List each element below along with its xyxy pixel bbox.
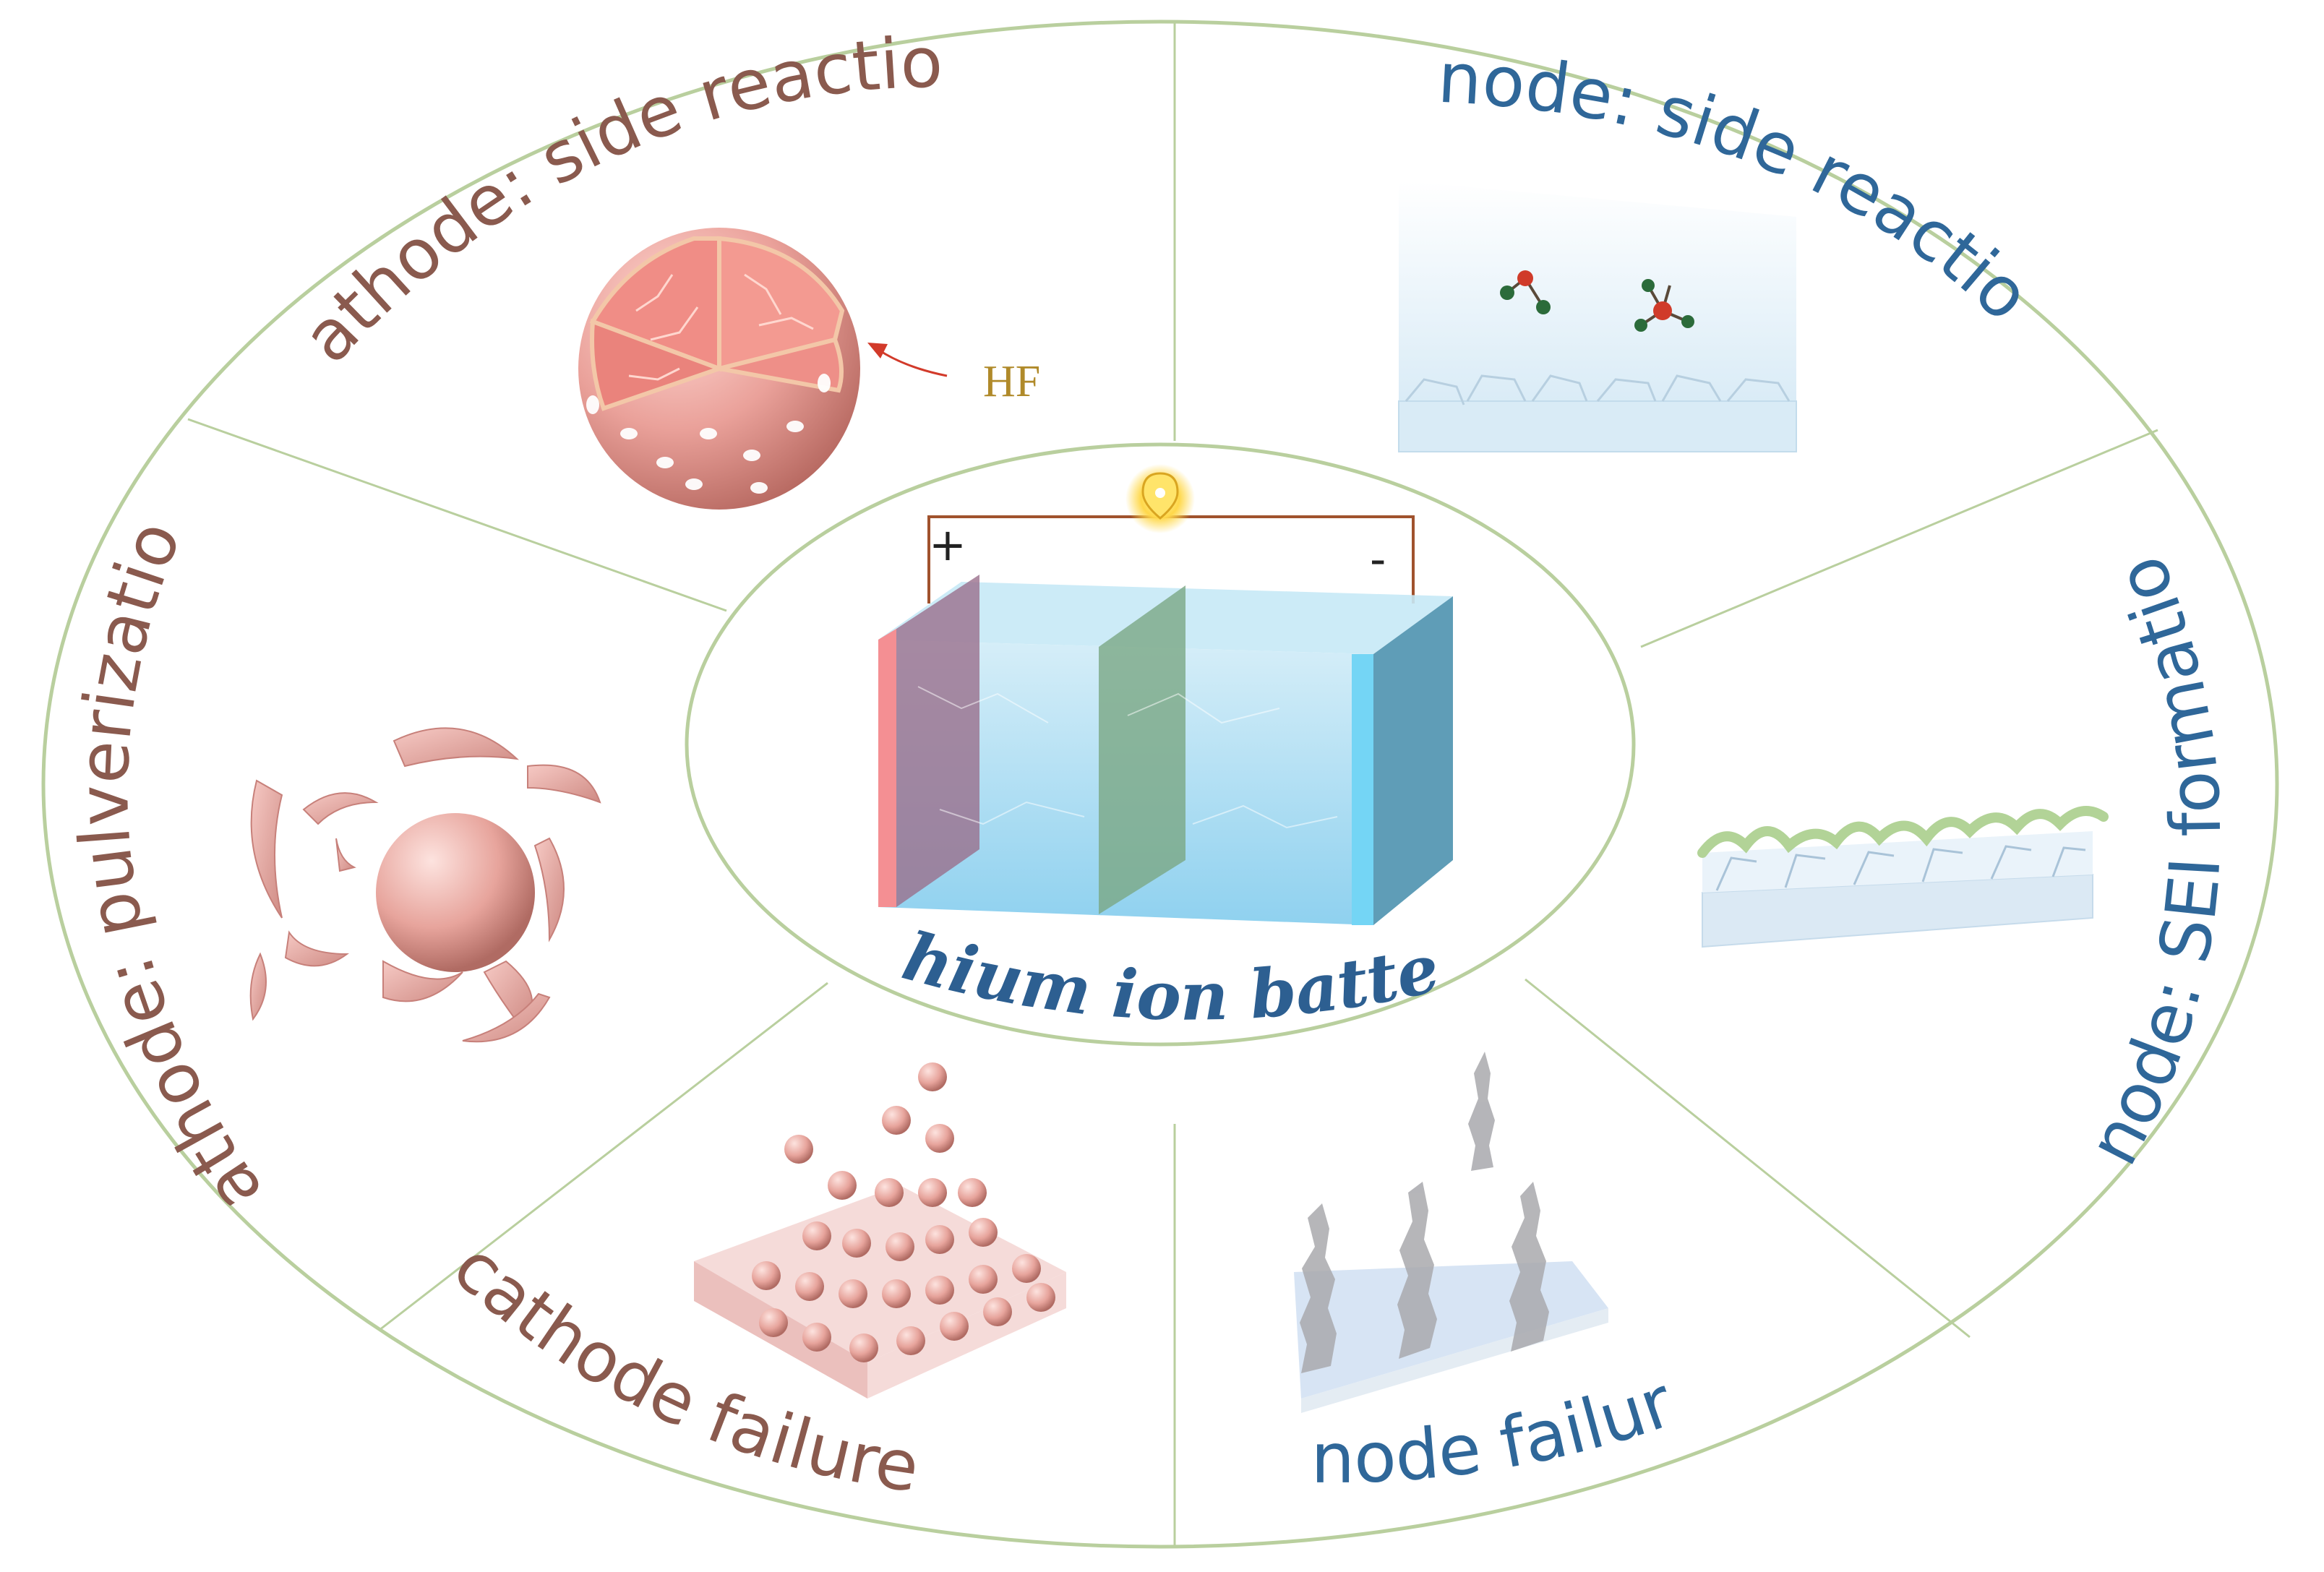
hf-arrow-icon (875, 347, 948, 377)
electrolyte-molecule-icon (1398, 181, 1797, 452)
divider-upper-left (187, 418, 727, 612)
plus-terminal-label: + (929, 518, 966, 571)
light-bulb-icon (1125, 464, 1195, 533)
divider-lower-left (379, 982, 828, 1331)
cracked-cathode-particle-icon (573, 228, 860, 511)
dissolving-particles-icon (694, 1062, 1066, 1399)
outer-ring (41, 20, 2279, 1549)
sector-dividers (187, 22, 2158, 1547)
hf-arrowhead-icon (867, 343, 888, 358)
hf-annotation: HF (983, 357, 1040, 406)
pulverized-particle-icon (249, 727, 601, 1043)
label-cathode-pulverization: cathode: pulverization (0, 0, 278, 1227)
lithium-dendrite-icon (1294, 1052, 1608, 1413)
divider-upper-right (1640, 429, 2158, 648)
sei-layer-icon (1697, 806, 2109, 948)
divider-lower-right (1525, 978, 1971, 1339)
minus-terminal-label: - (1370, 533, 1386, 585)
battery-cell-icon (878, 515, 1453, 925)
